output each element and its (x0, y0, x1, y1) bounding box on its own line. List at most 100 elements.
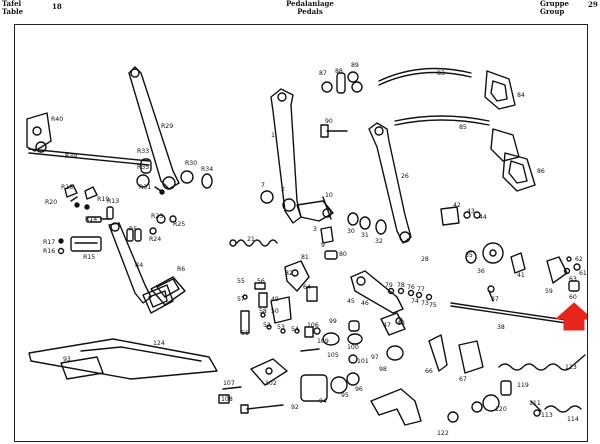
part-100-101 (348, 320, 360, 364)
callout-r39: R39 (65, 153, 77, 160)
header-group: Gruppe Group (540, 0, 569, 15)
bracket-47-48 (380, 312, 406, 336)
callout-r40: R40 (51, 116, 63, 123)
callout-106: 106 (307, 322, 319, 329)
callout-45: 45 (347, 298, 355, 305)
callout-78: 78 (397, 282, 405, 289)
rod-38 (450, 302, 574, 325)
callout-51: 51 (241, 330, 249, 337)
callout-r23: R23 (151, 213, 163, 220)
callout-55: 55 (237, 278, 245, 285)
stop-r15 (70, 236, 102, 252)
title-de: Pedalanlage (286, 0, 334, 8)
group-number: 29 (588, 0, 598, 9)
callout-r4: R4 (135, 262, 143, 269)
bracket-81-82 (284, 260, 310, 292)
callout-107: 107 (223, 380, 235, 387)
callout-84: 84 (517, 92, 525, 99)
callout-83: 83 (437, 70, 445, 77)
callout-63: 63 (569, 276, 577, 283)
pad-86 (502, 152, 536, 192)
callout-99: 99 (329, 318, 337, 325)
callout-93: 93 (63, 356, 71, 363)
bracket-91 (370, 388, 422, 426)
small-parts-73-79 (387, 287, 433, 301)
shaft-r39 (28, 148, 150, 166)
link-102 (250, 358, 288, 386)
callout-48: 48 (397, 320, 405, 327)
bushing-r35 (136, 174, 150, 188)
callout-86: 86 (537, 168, 545, 175)
callout-2: 2 (281, 186, 285, 193)
callout-92: 92 (291, 404, 299, 411)
clips-r18-r19-r20 (64, 184, 98, 210)
table-number: 18 (52, 2, 62, 11)
callout-28: 28 (421, 256, 429, 263)
callout-97: 97 (371, 354, 379, 361)
pedal-lever-r4 (108, 222, 152, 304)
lever-r29 (128, 66, 180, 190)
parts-105-106-109 (300, 326, 321, 352)
parts-107-108 (218, 386, 242, 404)
tafel-label: Tafel (2, 0, 22, 8)
bolt-92 (240, 404, 284, 414)
callout-61: 61 (579, 270, 587, 277)
callout-37: 37 (491, 296, 499, 303)
bracket-42-43-44 (440, 206, 481, 226)
parts-55-56-57-58 (242, 282, 268, 318)
gruppe-label: Gruppe (540, 0, 569, 8)
callout-95: 95 (341, 392, 349, 399)
washer-36-disc (482, 242, 504, 264)
callout-r14: R14 (85, 216, 97, 223)
group-label: Group (540, 6, 565, 16)
callout-r25: R25 (173, 221, 185, 228)
callout-r24: R24 (149, 236, 161, 243)
bolt-90 (320, 124, 348, 138)
callout-10: 10 (325, 192, 333, 199)
callout-r29: R29 (161, 123, 173, 130)
small-parts-r16-r17 (57, 238, 65, 255)
rubber-parts-97-98-99 (322, 332, 404, 361)
callout-38: 38 (497, 324, 505, 331)
hose-85 (394, 115, 490, 126)
callout-35: 35 (465, 252, 473, 259)
levers-66-67 (428, 334, 484, 374)
bracket-r40 (26, 112, 52, 153)
callout-67: 67 (459, 376, 467, 383)
pedal-pad-lower (142, 284, 174, 314)
callout-3: 3 (313, 226, 317, 233)
callout-58: 58 (259, 308, 267, 315)
callout-44: 44 (479, 214, 487, 221)
bolts-52-53-54 (266, 324, 300, 334)
callout-77: 77 (417, 286, 425, 293)
callout-66: 66 (425, 368, 433, 375)
callout-90: 90 (325, 118, 333, 125)
callout-94: 94 (319, 398, 327, 405)
bushing-r33 (140, 158, 152, 174)
parts-111-113 (530, 400, 542, 417)
part-64 (306, 286, 318, 302)
callout-47: 47 (383, 322, 391, 329)
spring-21 (229, 239, 278, 247)
callout-r6: R6 (177, 266, 185, 273)
cylinders-87-88-89 (321, 71, 363, 94)
cylinder-120 (471, 394, 500, 413)
bushing-35 (465, 250, 477, 264)
pad-middle (490, 128, 520, 162)
lever-45-46 (350, 270, 404, 314)
callout-105: 105 (327, 352, 339, 359)
parts-94-95-96 (300, 372, 360, 402)
callout-100: 100 (347, 344, 359, 351)
callout-31: 31 (361, 232, 369, 239)
callout-r15: R15 (83, 254, 95, 261)
callout-74: 74 (411, 298, 419, 305)
spacer-r13 (106, 206, 114, 220)
callout-73: 73 (421, 300, 429, 307)
washers-30-32 (347, 212, 387, 235)
table-label: Table (2, 6, 24, 16)
callout-123: 123 (565, 364, 577, 371)
callout-57: 57 (237, 296, 245, 303)
callout-62: 62 (575, 256, 583, 263)
callout-109: 109 (317, 338, 329, 345)
spring-114 (544, 405, 582, 413)
